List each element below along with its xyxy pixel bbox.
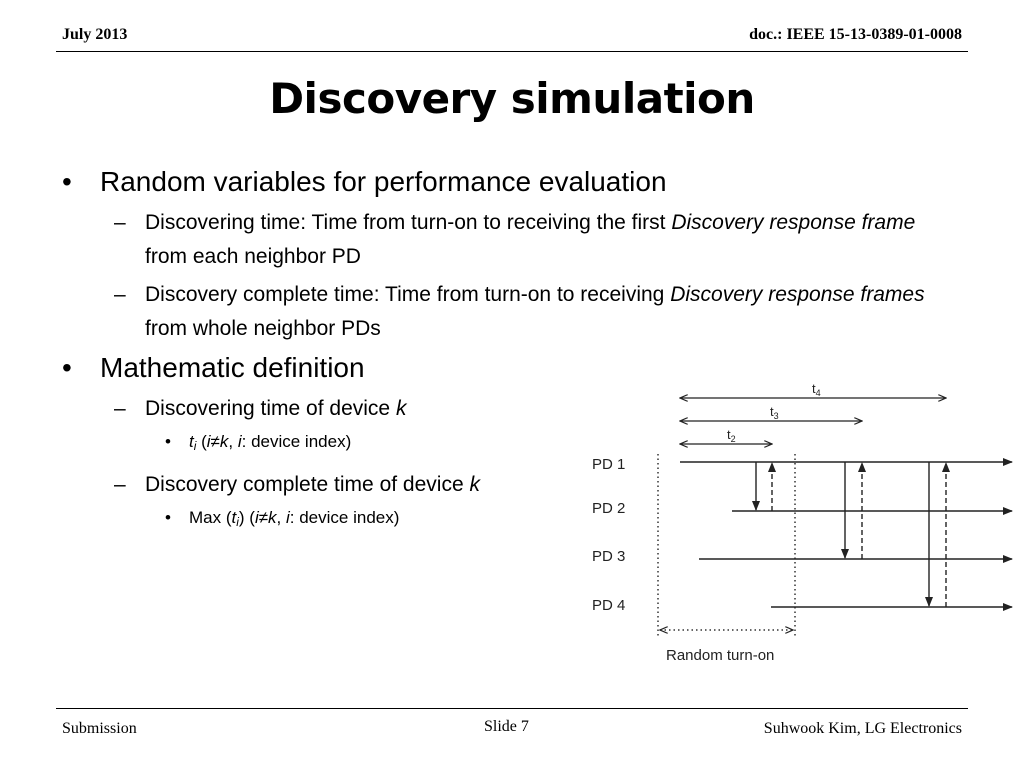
sub-bullet-emphasis: Discovery response frames — [670, 283, 925, 306]
subscript-i: i — [236, 515, 239, 529]
variable-k: k — [395, 397, 407, 420]
condition: i≠k — [254, 508, 277, 527]
sub-bullet-discovering-time: – Discovering time: Time from turn-on to… — [62, 206, 962, 274]
dash-icon: – — [114, 283, 126, 306]
sub-bullet-emphasis: Discovery response frame — [671, 211, 916, 234]
text: ( — [196, 432, 207, 451]
t2-label: t2 — [727, 427, 736, 444]
bullet-dot-icon: • — [62, 352, 72, 383]
dash-icon: – — [114, 211, 126, 234]
variable-i: i — [286, 508, 290, 527]
sub-bullet-complete-time-device: – Discovery complete time of device k — [62, 468, 962, 502]
text: : device index) — [289, 508, 400, 527]
pd2-label: PD 2 — [592, 500, 625, 517]
bullet-dot-icon: • — [165, 508, 171, 527]
bullet-dot-icon: • — [62, 166, 72, 197]
variable-t: t — [189, 432, 194, 451]
header-rule — [56, 51, 968, 52]
sub-bullet-text: Discovery complete time: Time from turn-… — [145, 283, 671, 306]
variable-t: t — [231, 508, 237, 527]
bullet-mathematic-definition: • Mathematic definition — [62, 350, 962, 386]
text: Max ( — [189, 508, 232, 527]
text: ) ( — [238, 508, 255, 527]
sub-bullet-text: from whole neighbor PDs — [145, 317, 381, 340]
pd1-label: PD 1 — [592, 456, 625, 473]
header-date: July 2013 — [62, 26, 128, 43]
slide-body: • Random variables for performance evalu… — [62, 164, 962, 544]
text: : device index) — [241, 432, 352, 451]
t3-label: t3 — [770, 404, 779, 421]
bullet-text: Mathematic definition — [100, 352, 365, 383]
bullet-text: Random variables for performance evaluat… — [100, 166, 667, 197]
sub-bullet-discovering-time-device: – Discovering time of device k — [62, 392, 962, 426]
sub-bullet-text: Discovering time of device — [145, 397, 396, 420]
text: , — [228, 432, 238, 451]
variable-k: k — [469, 473, 480, 496]
slide-title: Discovery simulation — [269, 74, 755, 123]
sub-bullet-text: from each neighbor PD — [145, 245, 361, 268]
bullet-dot-icon: • — [165, 432, 171, 451]
discovery-timing-diagram: t4 t3 t2 PD 1 PD 2 PD 3 PD 4 Random turn… — [592, 381, 1013, 664]
footer-slide-number: Slide 7 — [484, 718, 529, 735]
variable-i: i — [237, 432, 242, 451]
dash-icon: – — [114, 473, 126, 496]
pd3-label: PD 3 — [592, 548, 625, 565]
header-doc-id: doc.: IEEE 15-13-0389-01-0008 — [749, 26, 962, 43]
dash-icon: – — [114, 397, 126, 420]
sub-bullet-complete-time: – Discovery complete time: Time from tur… — [62, 278, 962, 346]
random-turn-on-label: Random turn-on — [666, 647, 774, 664]
text: , — [276, 508, 286, 527]
footer-rule — [56, 708, 968, 709]
sub-sub-bullet-max: • Max (ti) (i≠k, i: device index) — [62, 506, 962, 534]
subscript-i: i — [193, 439, 197, 453]
bullet-random-variables: • Random variables for performance evalu… — [62, 164, 962, 200]
pd4-label: PD 4 — [592, 597, 625, 614]
sub-bullet-text: Discovery complete time of device — [145, 473, 470, 496]
sub-sub-bullet-ti: • ti (i≠k, i: device index) — [62, 430, 962, 458]
t4-label: t4 — [812, 381, 821, 398]
sub-bullet-text: Discovering time: Time from turn-on to r… — [145, 211, 672, 234]
footer-author: Suhwook Kim, LG Electronics — [763, 720, 962, 737]
footer-submission: Submission — [62, 720, 137, 737]
condition: i≠k — [206, 432, 229, 451]
